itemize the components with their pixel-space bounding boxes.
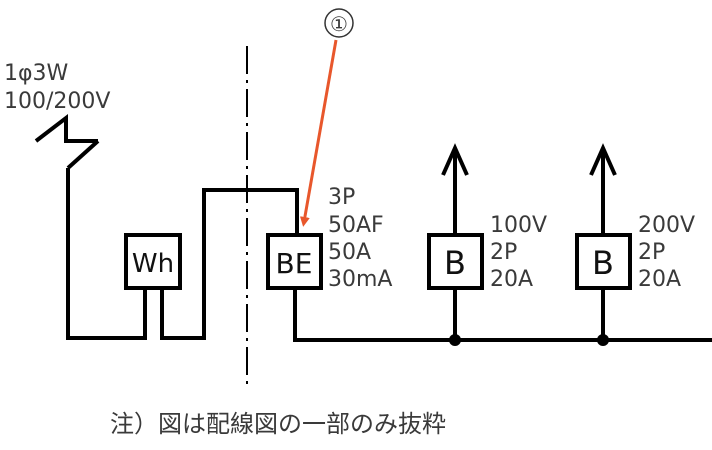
branch2-junction (597, 334, 609, 346)
meter-to-breaker-line (160, 188, 299, 340)
breaker-sensitivity: 30mA (328, 267, 392, 292)
breaker-label: BE (276, 247, 313, 280)
branch2-label: B (592, 244, 614, 282)
callout-arrow (299, 39, 338, 227)
branch2-breaker (575, 233, 632, 290)
meter-label: Wh (132, 249, 174, 279)
main-bus (293, 288, 712, 342)
service-break-diagonal (66, 139, 100, 170)
watt-hour-meter (124, 233, 182, 290)
branch1-junction (449, 334, 461, 346)
callout-number: ① (330, 12, 348, 36)
diagram-note: 注）図は配線図の一部のみ抜粋 (110, 410, 446, 438)
breaker-frame: 50AF (328, 213, 384, 238)
branch1-label: B (444, 244, 466, 282)
breaker-poles: 3P (328, 185, 355, 210)
incoming-line (66, 168, 147, 340)
supply-phase-label: 1φ3W (4, 61, 69, 86)
branch1-poles: 2P (490, 240, 517, 265)
branch2-rating: 20A (638, 267, 681, 292)
supply-voltage-label: 100/200V (4, 89, 110, 114)
breaker-rating: 50A (328, 240, 371, 265)
branch1-arrow-icon (441, 143, 469, 176)
branch2-poles: 2P (638, 240, 665, 265)
branch2-voltage: 200V (638, 213, 695, 238)
service-break-symbol (34, 113, 98, 143)
callout-circle (324, 8, 354, 38)
branch2-arrow-icon (589, 143, 617, 176)
branch1-voltage: 100V (490, 213, 547, 238)
branch1-rating: 20A (490, 267, 533, 292)
